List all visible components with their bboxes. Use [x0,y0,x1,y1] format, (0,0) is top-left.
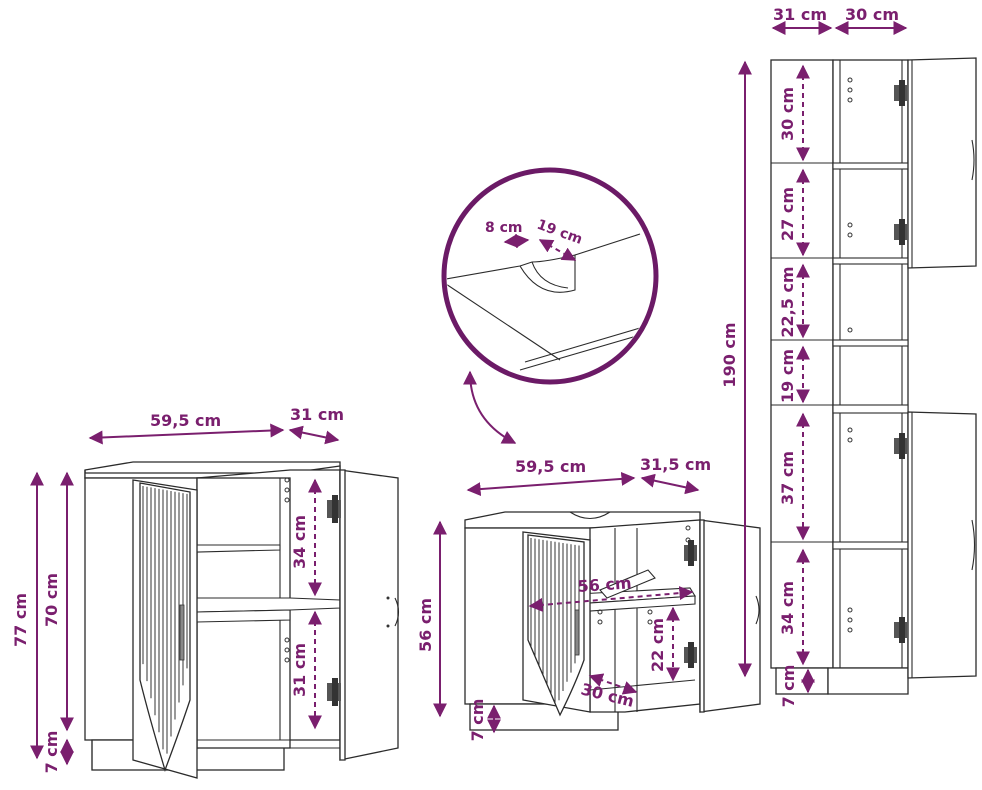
door-handle [574,609,580,656]
dim-left-upper: 34 cm [290,515,309,569]
dim-tall-shelf-2: 27 cm [778,187,797,241]
dim-tall-shelf-5: 37 cm [778,451,797,505]
dim-left-body-height: 70 cm [42,573,61,627]
dim-tall-shelf-1: 30 cm [778,87,797,141]
dim-sink-height: 56 cm [416,598,435,652]
sink-cabinet: 59,5 cm 31,5 cm 56 cm 7 cm 56 cm 22 cm 3… [416,455,761,742]
dim-tall-shelf-4: 19 cm [778,349,797,403]
dim-sink-depth: 31,5 cm [640,455,711,474]
dim-tall-depth: 31 cm [773,5,827,24]
dim-left-total-height: 77 cm [11,593,30,647]
door-sink-open [699,519,761,713]
shelf-peg-holes [847,77,853,633]
dim-sink-width: 59,5 cm [515,457,586,476]
dim-left-leg: 7 cm [42,731,61,774]
dim-left-width: 59,5 cm [150,411,221,430]
fluted-door-sink [522,531,591,717]
shelf-peg-holes [284,477,290,663]
hinge-icon [684,540,697,668]
dim-sink-leg: 7 cm [468,699,487,742]
door-handle [179,604,185,661]
tall-cabinet: 31 cm 30 cm 190 cm 7 cm 30 cm 27 cm 22,5… [720,5,977,708]
tall-door-upper-open [907,57,977,269]
hinge-icon [327,495,341,706]
dim-tall-shelf-6: 34 cm [778,581,797,635]
hinge-icon [894,80,907,643]
tall-door-lower-open [907,411,977,679]
dim-tall-height: 190 cm [720,322,739,387]
left-cabinet: 59,5 cm 31 cm 77 cm 70 cm 7 cm 34 cm 31 … [11,405,400,779]
door-right-open [339,469,400,761]
fluted-door-left [132,479,198,779]
dim-tall-leg: 7 cm [779,665,798,708]
dim-tall-shelf-3: 22,5 cm [778,266,797,337]
dim-tall-width: 30 cm [845,5,899,24]
dim-sink-inner-height: 22 cm [648,618,667,672]
dim-left-lower: 31 cm [290,643,309,697]
dim-left-depth: 31 cm [290,405,344,424]
detail-pointer-arrow [463,370,517,444]
dim-cut-width: 8 cm [485,220,523,236]
dim-sink-inner-width: 56 cm [577,573,632,596]
cutout-detail-magnifier: 8 cm 19 cm [441,167,659,444]
